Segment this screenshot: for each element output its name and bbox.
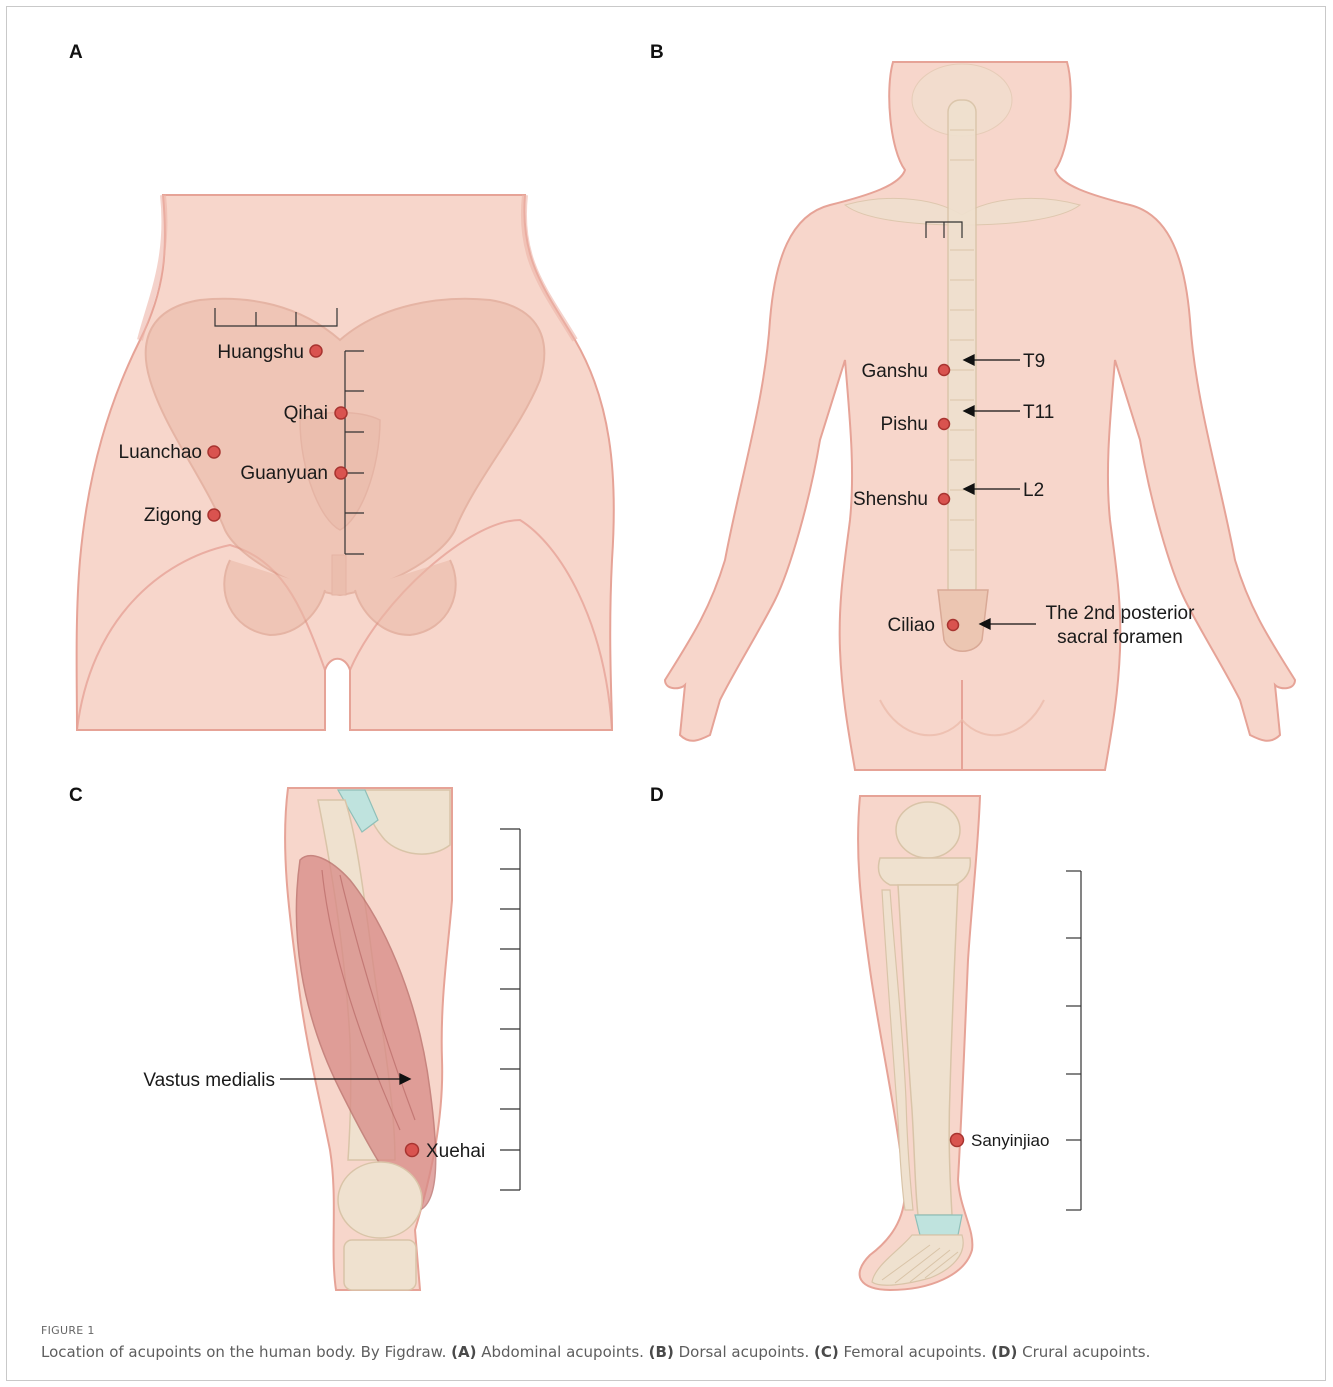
- caption-b-tag: (B): [649, 1343, 674, 1361]
- panel-a-abdomen-illustration: Huangshu Qihai Luanchao Guanyuan Zigong: [0, 0, 640, 760]
- ganshu-label: Ganshu: [861, 361, 928, 382]
- ganshu-point: [939, 365, 950, 376]
- panel-b-back-illustration: Ganshu Pishu Shenshu Ciliao T9 T11 L2 Th…: [640, 0, 1330, 780]
- xuehai-label: Xuehai: [426, 1141, 485, 1162]
- huangshu-label: Huangshu: [217, 342, 304, 363]
- t11-label: T11: [1023, 402, 1054, 423]
- panel-d-lower-leg-illustration: Sanyinjiao: [640, 780, 1330, 1300]
- panel-c-thigh-illustration: Vastus medialis Xuehai: [0, 780, 640, 1300]
- pishu-point: [939, 419, 950, 430]
- caption-c-tag: (C): [814, 1343, 839, 1361]
- caption-d-text: Crural acupoints.: [1017, 1343, 1150, 1361]
- ciliao-label: Ciliao: [887, 615, 935, 636]
- xuehai-point: [406, 1144, 419, 1157]
- caption-a-text: Abdominal acupoints.: [476, 1343, 648, 1361]
- sanyinjiao-label: Sanyinjiao: [971, 1131, 1049, 1150]
- huangshu-point: [310, 345, 322, 357]
- sanyinjiao-point: [951, 1134, 964, 1147]
- figure-number: FIGURE 1: [41, 1324, 95, 1337]
- foramen-label-line1: The 2nd posterior: [1046, 603, 1196, 624]
- caption-a-tag: (A): [451, 1343, 476, 1361]
- foramen-label-line2: sacral foramen: [1057, 627, 1183, 648]
- caption-d-tag: (D): [991, 1343, 1017, 1361]
- caption-b-text: Dorsal acupoints.: [674, 1343, 814, 1361]
- caption-c-text: Femoral acupoints.: [839, 1343, 991, 1361]
- shenshu-label: Shenshu: [853, 489, 928, 510]
- zigong-point: [208, 509, 220, 521]
- shenshu-point: [939, 494, 950, 505]
- zigong-label: Zigong: [144, 505, 202, 526]
- figure-caption: Location of acupoints on the human body.…: [41, 1343, 1150, 1361]
- luanchao-point: [208, 446, 220, 458]
- ciliao-point: [948, 620, 959, 631]
- guanyuan-point: [335, 467, 347, 479]
- l2-label: L2: [1023, 480, 1044, 501]
- pishu-label: Pishu: [880, 414, 928, 435]
- luanchao-label: Luanchao: [119, 442, 202, 463]
- caption-intro: Location of acupoints on the human body.…: [41, 1343, 451, 1361]
- qihai-point: [335, 407, 347, 419]
- qihai-label: Qihai: [284, 403, 328, 424]
- vastus-medialis-label: Vastus medialis: [143, 1070, 275, 1091]
- guanyuan-label: Guanyuan: [240, 463, 328, 484]
- t9-label: T9: [1023, 351, 1045, 372]
